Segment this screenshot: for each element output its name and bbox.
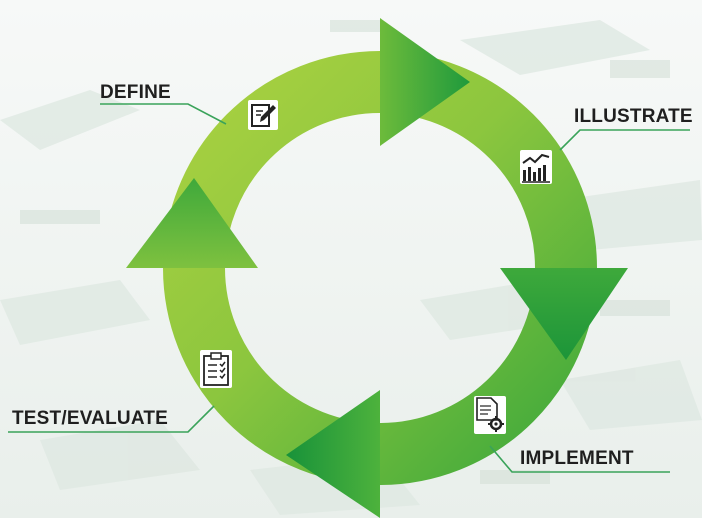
stage-label-define: DEFINE: [100, 82, 171, 103]
leader-line-implement: [489, 445, 670, 473]
edit-document-icon: [248, 100, 278, 130]
arrow-right: [500, 268, 628, 360]
arrow-bottom: [286, 390, 380, 518]
leader-line-illustrate: [559, 129, 690, 151]
clipboard-checklist-icon: [200, 350, 232, 388]
arrow-top: [380, 18, 470, 146]
leader-line-define: [100, 103, 227, 125]
document-gear-icon: [474, 396, 506, 434]
stage-label-illustrate: ILLUSTRATE: [574, 106, 693, 127]
stage-label-implement: IMPLEMENT: [520, 448, 634, 469]
arrow-left: [126, 178, 258, 268]
leader-line-test-evaluate: [8, 405, 215, 433]
stage-label-test-evaluate: TEST/EVALUATE: [12, 408, 169, 429]
bar-chart-trend-icon: [520, 150, 552, 184]
